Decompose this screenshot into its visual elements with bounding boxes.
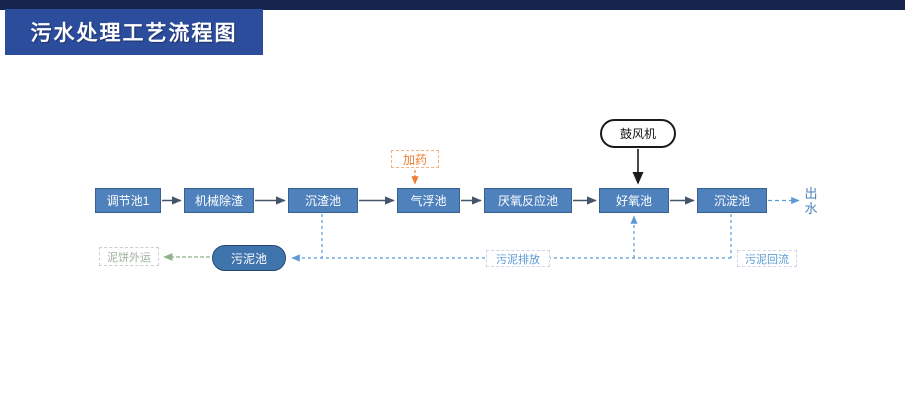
outflow-label: 出水 (804, 186, 818, 216)
node-sludge-tank: 污泥池 (212, 245, 286, 271)
node-regulating-tank: 调节池1 (95, 188, 161, 213)
sludge-return-label: 污泥回流 (737, 250, 797, 267)
node-aerobic-tank: 好氧池 (599, 188, 669, 213)
node-mechanical-screening: 机械除渣 (184, 188, 254, 213)
node-grit-tank: 沉渣池 (288, 188, 358, 213)
sludge-cake-label: 泥饼外运 (99, 247, 159, 266)
page-title: 污水处理工艺流程图 (30, 22, 238, 45)
header-top-strip (0, 0, 905, 10)
page-title-badge: 污水处理工艺流程图 (5, 9, 263, 55)
sludge-discharge-label: 污泥排放 (486, 250, 550, 267)
node-air-flotation-tank: 气浮池 (397, 188, 460, 213)
node-anaerobic-reactor: 厌氧反应池 (484, 188, 572, 213)
node-blower: 鼓风机 (600, 119, 676, 148)
node-settling-tank: 沉淀池 (697, 188, 767, 213)
dosing-label: 加药 (391, 150, 439, 168)
